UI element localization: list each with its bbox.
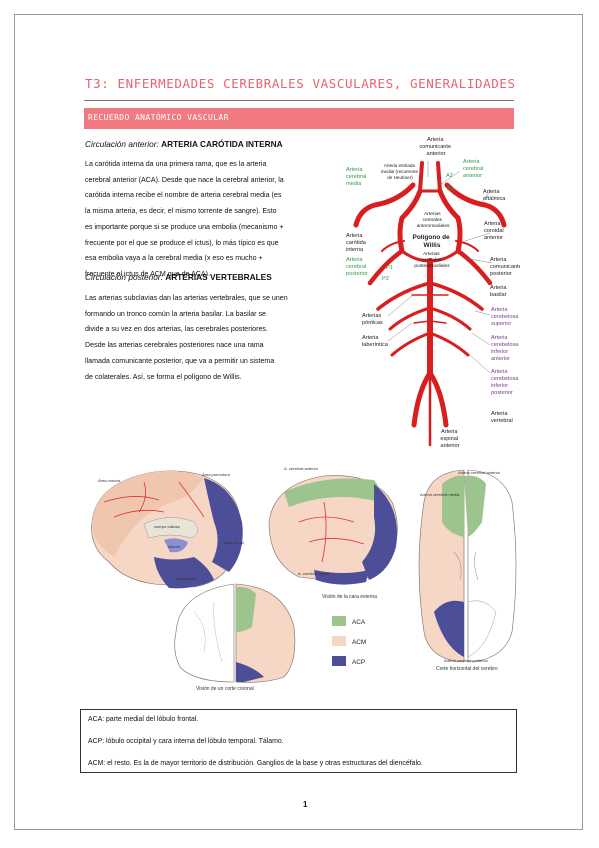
label-p1: P1: [386, 265, 393, 271]
legend-swatch-aca: [332, 616, 346, 626]
label-medial-b: Área premotora: [202, 472, 231, 477]
text-line: llamada comunicante posterior, que va a …: [85, 356, 275, 365]
label-medial-a: Área motora: [98, 478, 121, 483]
label-arteria-cerebelosa-inferior-anterior: Arteria cerebelosa inferior anterior: [491, 335, 520, 362]
legend-label-acm: ACM: [352, 639, 366, 646]
note-acm: ACM: el resto. Es la de mayor territorio…: [88, 760, 423, 767]
label-lat-mid: A. cerebral media: [298, 571, 330, 576]
label-lat-caption: Visión de la cara externa: [322, 594, 377, 600]
label-medial-f: cuerpo calloso: [154, 524, 181, 529]
label-arterias-ponticas: Arterias pónticas: [362, 313, 383, 326]
summary-box: [80, 709, 517, 773]
label-horiz-a: Arteria cerebral anterior: [458, 470, 501, 475]
page-border: [14, 14, 583, 830]
label-p2: P2: [382, 276, 389, 282]
label-arterias-centrales-posteromediales: Arterias centrales posteromediales: [414, 251, 450, 269]
posterior-heading: ARTERIAS VERTEBRALES: [165, 272, 272, 282]
label-arteria-cerebelosa-superior: Arteria cerebelosa superior: [491, 307, 520, 327]
note-aca: ACA: parte medial del lóbulo frontal.: [88, 716, 199, 723]
posterior-paragraph: Las arterias subclavias dan las arterias…: [85, 291, 331, 385]
label-horiz-caption: Corte horizontal del cerebro: [436, 666, 498, 672]
posterior-subheading: Circulación posterior: ARTERIAS VERTEBRA…: [85, 272, 272, 282]
territory-legend: ACA ACM ACP: [332, 616, 366, 666]
legend-label-aca: ACA: [352, 619, 366, 626]
label-arteria-cerebral-media: Arteria cerebral media: [346, 167, 368, 187]
text-line: cerebral anterior (ACA). Desde que nace …: [85, 175, 284, 184]
label-arteria-cerebral-posterior: Arteria cerebral posterior: [346, 257, 368, 277]
label-medial-d: Hipocampo: [176, 576, 197, 581]
legend-label-acp: ACP: [352, 659, 365, 666]
label-arteria-comunicante-posterior: Arteria comunicante posterior: [490, 257, 520, 277]
note-acp: ACP: lóbulo occipital y cara interna del…: [88, 738, 284, 745]
text-line: esa embolia vaya a la cerebral media (x …: [85, 254, 263, 263]
label-medial-e: tálamo: [168, 544, 181, 549]
label-arteria-oftalmica: Arteria oftálmica: [483, 189, 506, 202]
document-title: T3: ENFERMEDADES CEREBRALES VASCULARES, …: [85, 76, 516, 91]
anterior-paragraph: La carótida interna da una primera rama,…: [85, 157, 331, 283]
text-line: formando un tronco común la arteria basi…: [85, 309, 266, 318]
text-line: Desde las arterias cerebrales posteriore…: [85, 341, 264, 350]
text-line: es importante porque si se produce una e…: [85, 222, 284, 231]
text-line: divide a su vez en dos arterias, las cer…: [85, 325, 268, 334]
horizontal-section-view: Arteria cerebral anterior Arteria cerebr…: [418, 469, 517, 672]
anterior-label: Circulación anterior:: [85, 139, 159, 149]
text-line: frecuente el ictus de ACM que de ACA).: [85, 269, 210, 278]
label-horiz-b: Arteria cerebral media: [420, 492, 460, 497]
label-poligono-de-willis: Polígono de Willis: [412, 234, 451, 249]
text-line: frecuente por el que se produce el ictus…: [85, 238, 279, 247]
vascular-territories-figure: Área motora Área premotora Área visual H…: [91, 466, 517, 692]
label-coronal-caption: Visión de un corte coronal: [196, 686, 254, 692]
label-arteria-vertebral: Arteria vertebral: [491, 411, 513, 424]
section-title: RECUERDO ANATÓMICO VASCULAR: [88, 113, 229, 122]
medial-brain-view: Área motora Área premotora Área visual H…: [91, 470, 244, 589]
lateral-brain-view: A. cerebral anterior A. cerebral media V…: [268, 466, 398, 600]
circle-of-willis-figure: Arteria comunicante anterior Arteria est…: [346, 137, 520, 449]
label-a2: A2: [446, 173, 453, 179]
section-header: RECUERDO ANATÓMICO VASCULAR: [84, 108, 514, 129]
posterior-label: Circulación posterior:: [85, 272, 163, 282]
label-arterias-centrales-anteromediales: Arterias centrales anteromediales: [417, 211, 450, 229]
label-arteria-estriada-medial: Arteria estriada medial (recurrente de H…: [381, 163, 420, 180]
label-medial-c: Área visual: [224, 540, 244, 545]
label-arteria-espinal-anterior: Arteria espinal anterior: [440, 429, 459, 449]
text-line: La carótida interna da una primera rama,…: [85, 160, 267, 168]
text-line: Las arterias subclavias dan las arterias…: [85, 294, 288, 302]
label-arteria-carotida-interna: Arteria carótida interna: [346, 233, 367, 253]
coronal-section-view: Visión de un corte coronal: [174, 583, 296, 692]
text-line: la misma arteria, es decir, el mismo tor…: [85, 207, 277, 216]
label-arteria-coroidal-anterior: Arteria coroidal anterior: [484, 221, 505, 241]
anterior-subheading: Circulación anterior: ARTERIA CARÓTIDA I…: [85, 139, 283, 149]
page-number: 1: [303, 800, 308, 809]
label-arteria-laberintica: Arteria laberíntica: [362, 335, 389, 348]
anterior-heading: ARTERIA CARÓTIDA INTERNA: [161, 139, 283, 149]
label-arteria-basilar: Arteria basilar: [490, 285, 508, 298]
legend-swatch-acm: [332, 636, 346, 646]
text-line: de colaterales. Así, se forma el polígon…: [85, 372, 242, 381]
text-line: carótida interna recibe el nombre de art…: [85, 191, 282, 200]
legend-swatch-acp: [332, 656, 346, 666]
label-arteria-comunicante-anterior: Arteria comunicante anterior: [419, 137, 452, 157]
label-arteria-cerebral-anterior: Arteria cerebral anterior: [463, 159, 485, 179]
label-horiz-c: Arteria cerebral posterior: [444, 658, 489, 663]
label-a1: A1: [447, 186, 454, 192]
label-arteria-cerebelosa-inferior-posterior: Arteria cerebelosa inferior posterior: [491, 369, 520, 396]
label-lat-top: A. cerebral anterior: [284, 466, 319, 471]
title-divider: [84, 100, 514, 101]
